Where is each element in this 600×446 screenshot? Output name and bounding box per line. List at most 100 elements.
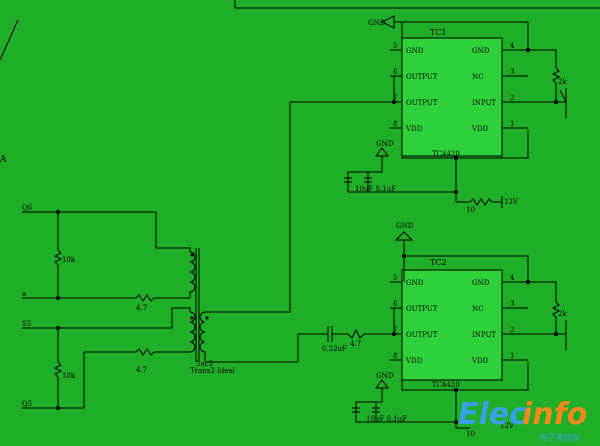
pin-number: 5 (393, 274, 397, 282)
wire (22, 211, 191, 252)
resistor-4.7 (135, 348, 155, 356)
transformer-primary-coil-2 (189, 311, 196, 353)
junction-dot (56, 210, 60, 214)
ground-label: GND (376, 140, 394, 148)
wire (455, 390, 470, 429)
wire (205, 333, 328, 363)
net-label-q5: Q5 (22, 400, 32, 408)
capacitor-label: 10uF 0.1uF (355, 185, 396, 193)
junction-dot (392, 100, 396, 104)
wire (528, 281, 557, 302)
wire (84, 307, 191, 329)
junction-dot (526, 48, 530, 52)
resistor-label: 10k (62, 372, 76, 380)
junction-dot (56, 406, 60, 410)
pin-name: VDD (471, 125, 489, 133)
svg-text:GND: GND (368, 19, 386, 27)
pin-name: VDD (471, 357, 489, 365)
ground-label: GND (376, 372, 394, 380)
resistor-10k (53, 361, 63, 378)
ic-ref: TC1 (430, 28, 447, 37)
pin-number: 8 (393, 120, 397, 128)
transformer-secondary-coil (199, 311, 206, 362)
wire (401, 362, 529, 391)
pin-number: 5 (393, 42, 397, 50)
supply-label: 12V (500, 422, 515, 430)
wire (393, 75, 402, 102)
ground-symbol (375, 379, 389, 389)
junction-dot (454, 420, 458, 424)
pin-number: 4 (510, 274, 515, 282)
net-label-q6: Q6 (22, 204, 33, 212)
wire (403, 240, 529, 282)
pin-name: NC (472, 305, 483, 313)
ic-part: TC4420 (432, 381, 460, 389)
junction-dot (402, 254, 406, 258)
pin-name: INPUT (472, 331, 496, 339)
resistor-label: 2k (558, 310, 567, 318)
pin-number: 6 (393, 68, 398, 76)
resistor-label: 10 (466, 430, 475, 438)
pin-number: 8 (393, 352, 397, 360)
wire (528, 317, 557, 335)
junction-dot (554, 332, 558, 336)
net-label-s5: S5 (22, 320, 31, 328)
transformer[interactable]: 5ac3 Trans3 Ideal (189, 248, 236, 375)
pin-name: VDD (405, 357, 423, 365)
capacitor-label: 10uF 0.1uF (366, 415, 407, 423)
wire (455, 158, 470, 203)
pin-name: GND (406, 279, 424, 287)
pin-number: 1 (510, 352, 514, 360)
pin-name: GND (472, 279, 490, 287)
pin-number: 7 (393, 326, 397, 334)
transformer-name: Trans3 Ideal (190, 367, 236, 375)
ic-body (401, 269, 503, 381)
resistor-10 (469, 198, 493, 206)
pin-number: 3 (510, 300, 514, 308)
ic-tc2[interactable]: TC2 TC4420 5GND6OUTPUT7OUTPUT8VDD4GND3NC… (390, 258, 528, 389)
ic-part: TC4420 (432, 150, 460, 158)
pin-number: 2 (510, 94, 514, 102)
pin-name: OUTPUT (406, 331, 438, 339)
resistor-4.7 (135, 294, 155, 302)
frame-line (0, 19, 19, 61)
ic-body (401, 37, 503, 157)
wire (394, 21, 529, 50)
pin-name: GND (472, 47, 490, 55)
junction-dot (56, 296, 60, 300)
pin-number: 3 (510, 68, 514, 76)
ground-label: GND (396, 222, 414, 230)
ground-symbol (375, 147, 389, 157)
junction-dot (526, 280, 530, 284)
junction-dot (392, 332, 396, 336)
left-edge-label: A (0, 155, 7, 165)
resistor-label: 4.7 (350, 340, 361, 348)
pin-name: GND (406, 47, 424, 55)
resistor-label: 4.7 (136, 366, 147, 374)
pin-name: OUTPUT (406, 305, 438, 313)
pin-name: VDD (405, 125, 423, 133)
ic-tc1[interactable]: TC1 TC4420 5GND6OUTPUT7OUTPUT8VDD4GND3NC… (390, 28, 528, 158)
resistor-label: 10 (466, 206, 475, 214)
logo-text-blue: Elec (458, 397, 527, 432)
resistor-label: 10k (62, 256, 76, 264)
logo-subtitle: 电子发烧友 (540, 432, 580, 442)
resistor-4.7 (332, 328, 402, 339)
resistor-10k (53, 249, 63, 266)
pin-number: 4 (510, 42, 515, 50)
ground-symbol (394, 231, 414, 241)
ground-symbol: GND (368, 15, 395, 29)
transformer-ref: 5ac3 (196, 360, 213, 368)
pin-number: 2 (510, 326, 514, 334)
capacitor-label: 0.22uF (322, 345, 347, 353)
wire (528, 83, 557, 103)
resistor-2k (551, 67, 561, 84)
logo-text-orange: info (522, 397, 587, 432)
junction-dot (454, 388, 458, 392)
elecinfo-logo: Elec info 电子发烧友 (458, 397, 587, 442)
pin-name: INPUT (472, 99, 496, 107)
resistor-2k (551, 301, 561, 318)
wire (205, 101, 402, 313)
wire (22, 352, 85, 409)
